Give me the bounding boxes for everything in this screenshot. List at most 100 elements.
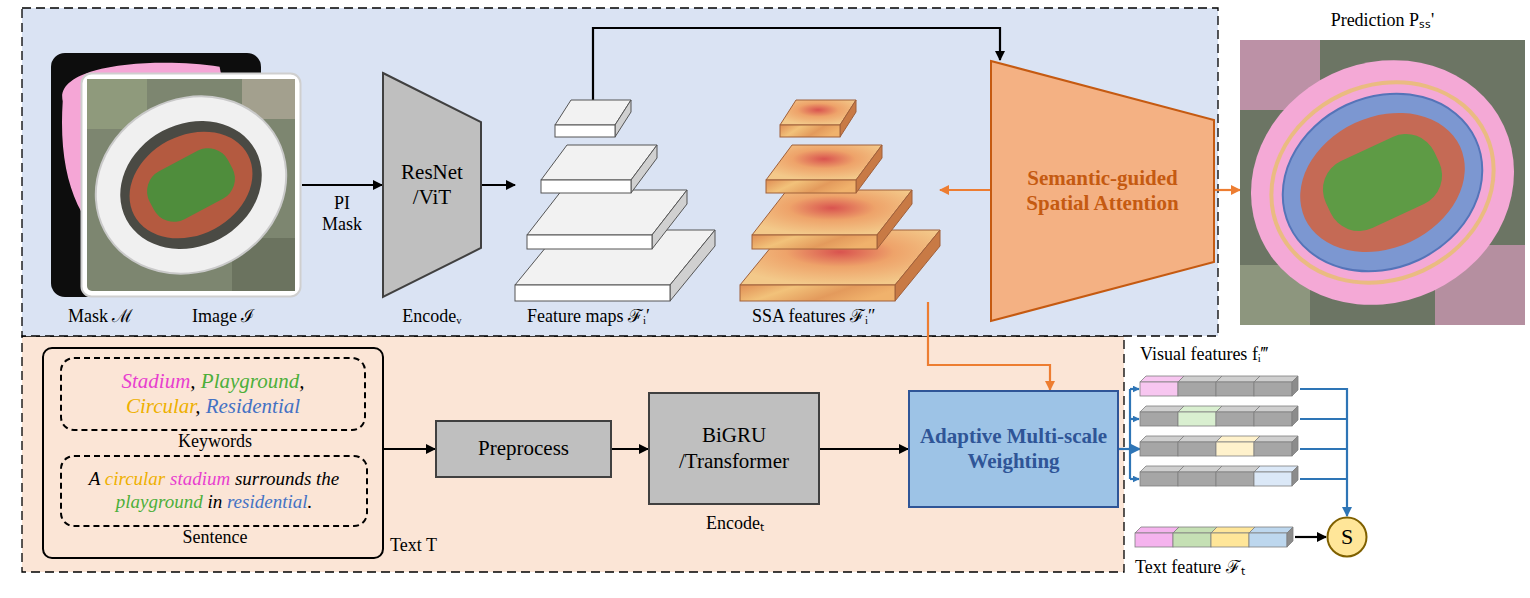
- pyramid-level: [515, 230, 715, 301]
- feature-cell-side: [1292, 436, 1298, 456]
- feature-cell: [1178, 472, 1216, 486]
- level-side: [877, 190, 912, 249]
- feature-cell-top: [1216, 466, 1260, 472]
- keywords-box: Stadium, Playground, Circular, Residenti…: [60, 357, 366, 431]
- feature-cell-side: [1292, 376, 1298, 396]
- sentence-label: Sentence: [62, 527, 368, 549]
- feature-branch-lines: [1130, 389, 1347, 479]
- level-front: [515, 285, 670, 301]
- text-part: ,: [190, 369, 201, 393]
- feature-cell: [1140, 472, 1178, 486]
- flow-arrow: [940, 189, 990, 191]
- preprocess-box: Preprocess: [435, 420, 612, 478]
- text-label: Text T: [390, 535, 437, 557]
- text-part: [311, 468, 316, 489]
- feature-cell-top: [1140, 436, 1184, 442]
- sentence-box: A circular stadium surrounds the playgro…: [60, 455, 368, 527]
- stadium-stands: [98, 97, 285, 274]
- text-feature-bar: Text feature ℱₜ: [1135, 527, 1295, 549]
- text-branch-panel: [22, 336, 1124, 572]
- feature-cell: [1135, 533, 1173, 547]
- feature-cell-top: [1140, 376, 1184, 382]
- text-input-box: Stadium, Playground, Circular, Residenti…: [42, 347, 384, 559]
- input-image-shape: [80, 72, 302, 298]
- feature-cell-top: [1249, 527, 1293, 533]
- module-name: Semantic-guided Spatial Attention: [1005, 166, 1200, 216]
- text-holder: Stadium, Playground, Circular, Residenti…: [62, 359, 364, 429]
- text-part: [222, 491, 227, 512]
- encoder-name: ResNet /ViT: [392, 160, 472, 210]
- trapezoid-block: [383, 73, 481, 297]
- feature-cell-top: [1254, 466, 1298, 472]
- text-part: [230, 468, 235, 489]
- text-holder: A circular stadium surrounds the playgro…: [62, 457, 366, 525]
- feature-cell: [1178, 382, 1216, 396]
- text-part: [165, 468, 170, 489]
- visual-feature-bars: Visual features fᵢ‴: [1140, 374, 1300, 492]
- feature-cell-side: [1292, 406, 1298, 426]
- text-part: playground: [116, 491, 203, 512]
- text-part: stadium: [170, 468, 230, 489]
- text-feature-bar-shape: [1135, 527, 1295, 549]
- flow-arrow: [1295, 536, 1326, 538]
- pyramid-level: [766, 145, 882, 193]
- stadium-roof: [64, 63, 317, 306]
- feature-cell-top: [1178, 466, 1222, 472]
- similarity-symbol: S: [1341, 524, 1353, 550]
- level-front: [752, 235, 877, 249]
- encoder-label: Encodeᵥ: [382, 306, 482, 328]
- process-name: Preprocess: [478, 436, 569, 461]
- feature-cell: [1140, 442, 1178, 456]
- ssa-feature-pyramid-shape: [740, 100, 940, 302]
- text-part: ,: [299, 369, 304, 393]
- flow-arrow: [928, 302, 1050, 390]
- feature-cell-top: [1254, 376, 1298, 382]
- text-holder: Semantic-guided Spatial Attention: [990, 60, 1215, 322]
- playground-class: [1313, 124, 1453, 242]
- prediction-map-shape: [1240, 40, 1525, 325]
- feature-cell: [1211, 533, 1249, 547]
- merge-lines: [1300, 419, 1347, 479]
- feature-cell-side: [1287, 527, 1293, 547]
- level-side: [652, 190, 687, 249]
- level-front: [541, 180, 631, 193]
- feature-cell-top: [1216, 376, 1260, 382]
- edge-label: PI Mask: [318, 193, 366, 234]
- visual-encoder: ResNet /ViTEncodeᵥ: [382, 72, 482, 298]
- feature-label: Text feature ℱₜ: [1135, 557, 1245, 579]
- text-holder: Preprocess: [437, 422, 610, 476]
- feature-cell-side: [1292, 466, 1298, 486]
- boundary-tint: [1238, 47, 1527, 319]
- stadium: [64, 63, 317, 306]
- feature-cell-top: [1173, 527, 1217, 533]
- feature-cell-top: [1140, 466, 1184, 472]
- ssa-feature-pyramid: SSA features ℱᵢ″: [740, 100, 940, 302]
- stadium-class: [1211, 17, 1530, 347]
- encoder-name: BiGRU /Transformer: [659, 423, 809, 473]
- flow-arrow: [1300, 389, 1347, 516]
- text-part: Stadium: [122, 369, 191, 393]
- text-part: A: [89, 468, 100, 489]
- feature-cell: [1216, 472, 1254, 486]
- feature-cell: [1216, 382, 1254, 396]
- branch-arrow: [1130, 418, 1139, 420]
- flow-arrow: [1215, 189, 1240, 191]
- branch-arrow: [1130, 478, 1139, 480]
- feature-cell: [1216, 442, 1254, 456]
- feature-cell: [1254, 412, 1292, 426]
- level-front: [766, 180, 856, 193]
- branch-trunk: [1129, 389, 1131, 479]
- feature-cell-top: [1178, 436, 1222, 442]
- encoder-label: Encodeₜ: [650, 513, 820, 535]
- feature-cell-top: [1216, 406, 1260, 412]
- playing-field: [139, 140, 243, 230]
- feature-cell-top: [1178, 376, 1222, 382]
- level-front: [555, 125, 615, 137]
- sentence-text: A circular stadium surrounds the playgro…: [69, 468, 359, 514]
- flow-arrow: [612, 448, 648, 450]
- feature-cell: [1173, 533, 1211, 547]
- pyramid-level: [555, 100, 631, 137]
- text-part: in: [207, 491, 222, 512]
